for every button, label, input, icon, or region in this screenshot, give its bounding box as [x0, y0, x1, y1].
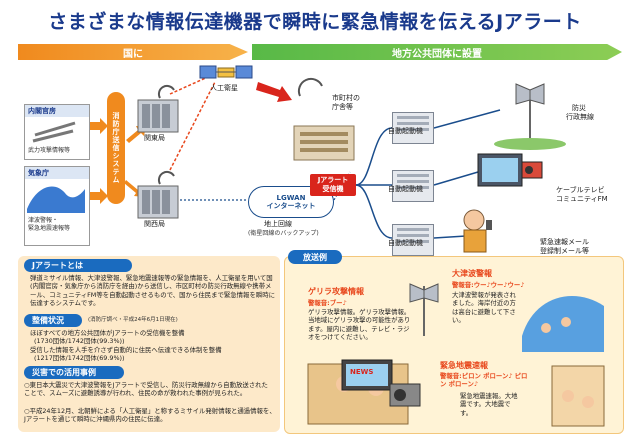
tsunami-sound: 警報音:ウー♪ウー♪ウー♪ — [452, 281, 525, 289]
auto-starter-label: 自動起動機 — [388, 239, 423, 247]
lgwan-line2: インターネット — [266, 202, 316, 210]
auto-starter-device — [392, 224, 434, 256]
case-1: ○東日本大震災で大津波警報をJアラートで受信し、防災行政無線から自動放送された … — [24, 381, 268, 398]
output-cable-tv-2: コミュニティFM — [556, 195, 608, 203]
tv-icon — [477, 153, 523, 187]
guerrilla-sound: 警報音:ブー♪ — [308, 299, 347, 307]
output-disaster-radio-1: 防災 — [572, 104, 586, 112]
speaker-tower-icon — [409, 283, 439, 336]
page-title: さまざまな情報伝達機器で瞬時に緊急情報を伝えるJアラート — [48, 10, 582, 33]
auto-starter-device — [392, 112, 434, 144]
ground-line-2: (衛星回線のバックアップ) — [248, 230, 319, 237]
arrow-jma-to-fire — [88, 188, 108, 204]
auto-starter-device — [392, 170, 434, 202]
system-diagram — [88, 65, 566, 253]
jma-box: 気象庁 津波警報・ 緊急地震速報等 — [24, 166, 90, 246]
tsunami-text: 大津波警報が発表されました。海岸付近の方は高台に避難して下さい。 — [452, 291, 516, 325]
earthquake-scene-icon — [551, 365, 605, 427]
info-panel — [18, 256, 280, 432]
quake-text: 緊急地震速報。大地震です。大地震です。 — [460, 392, 518, 417]
kansai-station-label: 関西局 — [144, 220, 165, 228]
case-2: ○平成24年12月、北朝鮮による「人工衛星」と称するミサイル発射情報と通過情報を… — [24, 407, 276, 424]
broadcast-heading: 放送例 — [288, 250, 342, 264]
guerrilla-title: ゲリラ攻撃情報 — [308, 287, 364, 296]
cabinet-label: 武力攻撃情報等 — [28, 147, 71, 154]
arrow-cabinet-to-fire — [88, 118, 108, 134]
status-item-2: 受信した情報を人手を介さず自動的に住民へ伝達できる体制を整備 — [30, 346, 222, 354]
fire-agency-system: 消防庁送信システム — [107, 92, 125, 204]
status-item-2-note: (1217団体/1742団体(69.9%)) — [34, 354, 125, 362]
tsunami-scene-icon — [522, 296, 604, 352]
status-item-1: ほぼすべての地方公共団体がJアラートの受信機を整備 — [30, 329, 185, 337]
person-phone-icon — [463, 209, 492, 253]
auto-starter-label: 自動起動機 — [388, 127, 423, 135]
satellite-icon — [199, 65, 253, 79]
broadcast-illustrations — [307, 283, 605, 427]
cabinet-box: 内閣官房 武力攻撃情報等 — [24, 104, 90, 160]
lgwan-line1: LGWAN — [276, 194, 306, 202]
news-tv-icon — [341, 359, 393, 391]
jma-label-2: 緊急地震速報等 — [28, 225, 71, 232]
cases-heading: 災害での活用事例 — [24, 366, 124, 379]
missile-icon — [32, 121, 76, 143]
status-note: (消防庁調べ・平成24年6月1日現在) — [88, 317, 178, 323]
radio-icon — [521, 161, 543, 179]
speaker-tower-icon — [494, 83, 566, 150]
jma-head: 気象庁 — [25, 167, 89, 179]
satellite-label: 人工衛星 — [210, 84, 238, 92]
office-label-1: 市町村の — [332, 94, 360, 102]
jma-label-1: 津波警報・ — [28, 217, 59, 224]
output-disaster-radio-2: 行政無線 — [566, 113, 594, 121]
kanto-station-label: 関東局 — [144, 134, 165, 142]
guerrilla-text: ゲリラ攻撃情報。ゲリラ攻撃情報。当地域にゲリラ攻撃の可能性があります。屋内に避難… — [308, 308, 411, 342]
tsunami-title: 大津波警報 — [452, 269, 492, 278]
status-item-1-note: (1730団体/1742団体(99.3%)) — [34, 337, 125, 345]
office-building-icon — [293, 77, 355, 161]
quake-sound: 警報音:ピロン ポローン♪ ピロン ポローン♪ — [440, 372, 528, 388]
radio-icon — [389, 383, 421, 407]
local-band: 地方公共団体に設置 — [252, 44, 622, 60]
status-heading: 整備状況 — [24, 314, 82, 327]
arrow-satellite-to-office — [256, 82, 292, 102]
output-mail-2: 登録制メール等 — [540, 247, 589, 255]
national-band: 国に — [18, 44, 248, 60]
tsunami-wave-icon — [27, 186, 85, 213]
ground-line-1: 地上回線 — [264, 220, 292, 228]
about-heading: Jアラートとは — [24, 259, 132, 272]
output-cable-tv-1: ケーブルテレビ — [556, 186, 605, 194]
quake-title: 緊急地震速報 — [440, 361, 488, 370]
receiver-line2: 受信機 — [322, 185, 344, 193]
kansai-station-icon — [137, 170, 179, 219]
receiver-line1: Jアラート — [317, 176, 349, 184]
office-label-2: 庁舎等 — [332, 103, 353, 111]
about-text: 弾道ミサイル情報、大津波警報、緊急地震速報等の緊急情報を、人工衛星を用いて国(内… — [30, 274, 276, 308]
news-label: NEWS — [350, 368, 374, 376]
output-mail-1: 緊急速報メール — [540, 238, 589, 246]
j-alert-receiver: Jアラート 受信機 — [310, 174, 356, 196]
cabinet-head: 内閣官房 — [25, 105, 89, 117]
auto-starter-label: 自動起動機 — [388, 185, 423, 193]
kanto-station-icon — [137, 84, 179, 133]
